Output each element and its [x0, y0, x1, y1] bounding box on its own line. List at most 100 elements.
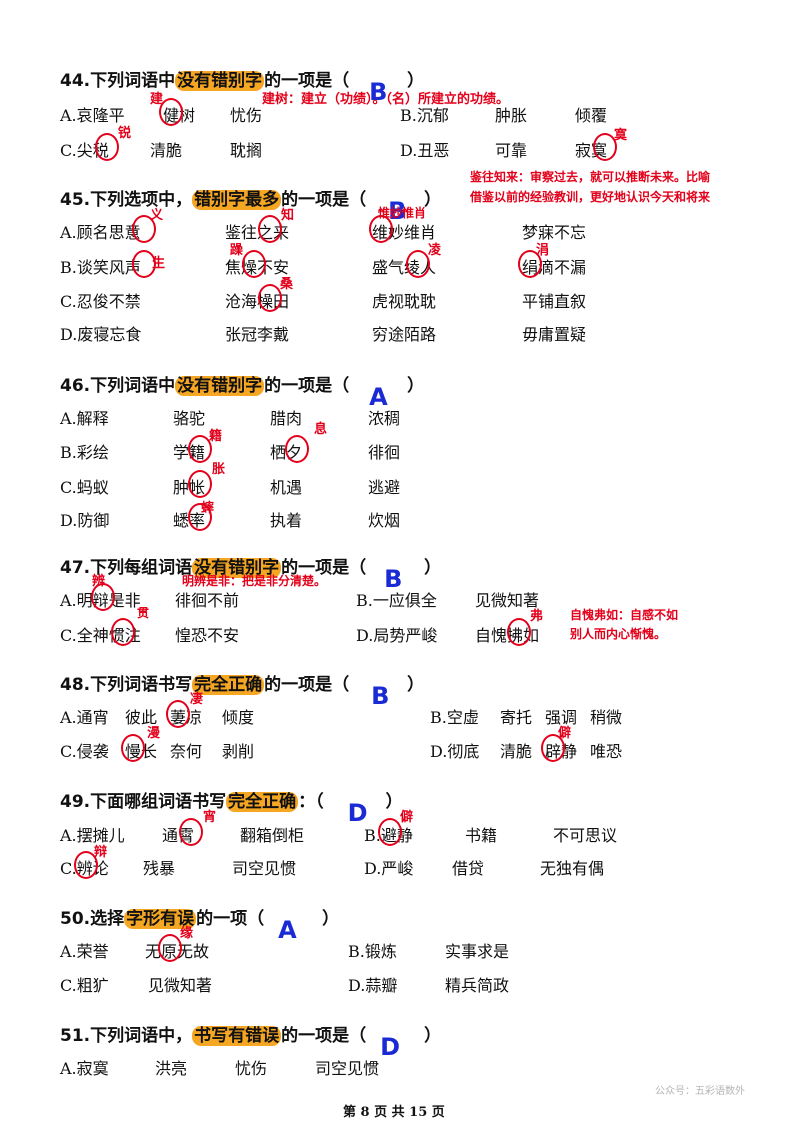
error-circle	[541, 734, 565, 762]
q48-option-b-word-4: 稍微	[590, 708, 623, 727]
explanation-note: 鉴往知来：审察过去，就可以推断未来。比喻	[470, 170, 711, 184]
question-44-highlight: 没有错别字	[175, 71, 265, 91]
correction-note: 寞	[614, 128, 628, 143]
q46-option-b-word-4: 徘徊	[368, 443, 401, 462]
error-circle	[179, 818, 203, 846]
q51-option-a-word-2: 洪亮	[155, 1059, 188, 1078]
error-circle	[378, 818, 402, 846]
q45-option-a: A.顾名思意	[60, 223, 141, 242]
question-44-stem: 44.下列词语中没有错别字的一项是（B）	[60, 71, 425, 106]
q45-option-c-word-4: 平铺直叙	[522, 292, 587, 311]
correction-note: 辨	[92, 574, 106, 589]
q48-option-a: A.通宵	[60, 708, 109, 727]
q46-option-c-word-4: 逃避	[368, 478, 401, 497]
q44-option-d: D.丑恶	[400, 141, 450, 160]
question-46-answer: A	[369, 383, 388, 411]
question-48-highlight: 完全正确	[192, 675, 265, 695]
question-49-stem: 49.下面哪组词语书写完全正确：（D）	[60, 792, 403, 827]
q49-option-c-word-2: 残暴	[143, 859, 176, 878]
correction-note: 建	[150, 92, 164, 107]
q50-option-d-word-2: 精兵简政	[445, 976, 510, 995]
q48-option-c-word-3: 奈何	[170, 742, 203, 761]
q46-option-d-word-4: 炊烟	[368, 511, 401, 530]
correction-note: 涓	[536, 243, 550, 258]
error-circle	[159, 98, 183, 126]
q48-option-b: B.空虚	[430, 708, 479, 727]
error-circle	[166, 700, 190, 728]
error-circle	[188, 435, 212, 463]
explanation-note: 建树：建立（功绩）。（名）所建立的功绩。	[262, 92, 510, 107]
q47-option-c-word-2: 惶恐不安	[175, 626, 240, 645]
error-circle	[111, 618, 135, 646]
question-44-answer: B	[369, 78, 388, 106]
q47-option-a-word-2: 徘徊不前	[175, 591, 240, 610]
question-51-highlight: 书写有错误	[192, 1026, 282, 1046]
q48-option-c-word-4: 剥削	[222, 742, 255, 761]
q45-option-c: C.忍俊不禁	[60, 292, 141, 311]
question-47-answer: B	[384, 565, 403, 593]
q44-option-c-word-2: 清脆	[150, 141, 183, 160]
question-49-answer: D	[347, 799, 368, 827]
q46-option-b: B.彩绘	[60, 443, 109, 462]
q48-option-c: C.侵袭	[60, 742, 109, 761]
q49-option-b-word-3: 不可思议	[553, 826, 618, 845]
question-51-stem: 51.下列词语中，书写有错误的一项是（D）	[60, 1026, 442, 1061]
q49-option-c-word-3: 司空见惯	[232, 859, 297, 878]
error-circle	[242, 250, 266, 278]
error-circle	[518, 250, 542, 278]
q48-option-a-word-4: 倾度	[222, 708, 255, 727]
correction-note: 躁	[230, 243, 244, 258]
q45-option-c-word-3: 虎视耽耽	[372, 292, 437, 311]
q44-option-d-word-2: 可靠	[495, 141, 528, 160]
q51-option-a-word-3: 忧伤	[235, 1059, 268, 1078]
question-46-stem: 46.下列词语中没有错别字的一项是（A）	[60, 376, 425, 411]
q48-option-d-word-2: 清脆	[500, 742, 533, 761]
error-circle	[285, 435, 309, 463]
question-45-highlight: 错别字最多	[192, 190, 282, 210]
watermark: 公众号：五彩语数外	[655, 1086, 745, 1097]
error-circle	[158, 934, 182, 962]
error-circle	[593, 133, 617, 161]
q48-option-b-word-2: 寄托	[500, 708, 533, 727]
q50-option-d: D.蒜瓣	[348, 976, 398, 995]
question-45-stem: 45.下列选项中，错别字最多的一项是（B）	[60, 190, 442, 225]
error-circle	[132, 215, 156, 243]
q45-option-d-word-4: 毋庸置疑	[522, 325, 587, 344]
correction-note: 缘	[180, 926, 194, 941]
q50-option-b: B.锻炼	[348, 942, 397, 961]
question-50-stem: 50.选择字形有误的一项（A）	[60, 909, 340, 944]
q47-option-d: D.局势严峻	[356, 626, 438, 645]
question-48-answer: B	[371, 682, 390, 710]
q51-option-a: A.寂寞	[60, 1059, 109, 1078]
error-circle	[188, 503, 212, 531]
correction-note: 锐	[118, 126, 132, 141]
q46-option-a-word-2: 骆驼	[173, 409, 206, 428]
q48-option-b-word-3: 强调	[545, 708, 578, 727]
q47-option-b: B.一应俱全	[356, 591, 437, 610]
q46-option-c-word-3: 机遇	[270, 478, 303, 497]
explanation-note: 明辨是非：把是非分清楚。	[182, 574, 327, 588]
error-circle	[406, 250, 430, 278]
q48-option-d-word-4: 唯恐	[590, 742, 623, 761]
explanation-note: 别人而内心惭愧。	[570, 627, 667, 641]
q51-option-a-word-4: 司空见惯	[315, 1059, 380, 1078]
error-circle	[258, 284, 282, 312]
q44-option-b-word-2: 肿胀	[495, 106, 528, 125]
error-circle	[91, 583, 115, 611]
question-50-highlight: 字形有误	[124, 909, 197, 929]
q45-option-d: D.废寝忘食	[60, 325, 142, 344]
question-47-stem: 47.下列每组词语没有错别字的一项是（B）	[60, 558, 442, 593]
explanation-note: 自愧弗如：自感不如	[570, 608, 679, 622]
correction-note: 弗	[530, 609, 544, 624]
error-circle	[188, 470, 212, 498]
correction-note: 生	[152, 256, 166, 271]
q45-option-b: B.谈笑风声	[60, 258, 141, 277]
q50-option-c: C.粗犷	[60, 976, 109, 995]
q50-option-b-word-2: 实事求是	[445, 942, 510, 961]
correction-note: 凄	[190, 692, 204, 707]
q46-option-a-word-3: 腊肉	[270, 409, 303, 428]
q45-option-d-word-2: 张冠李戴	[225, 325, 290, 344]
q50-option-a: A.荣誉	[60, 942, 109, 961]
question-46-highlight: 没有错别字	[175, 376, 265, 396]
q49-option-a-word-3: 翻箱倒柜	[240, 826, 305, 845]
